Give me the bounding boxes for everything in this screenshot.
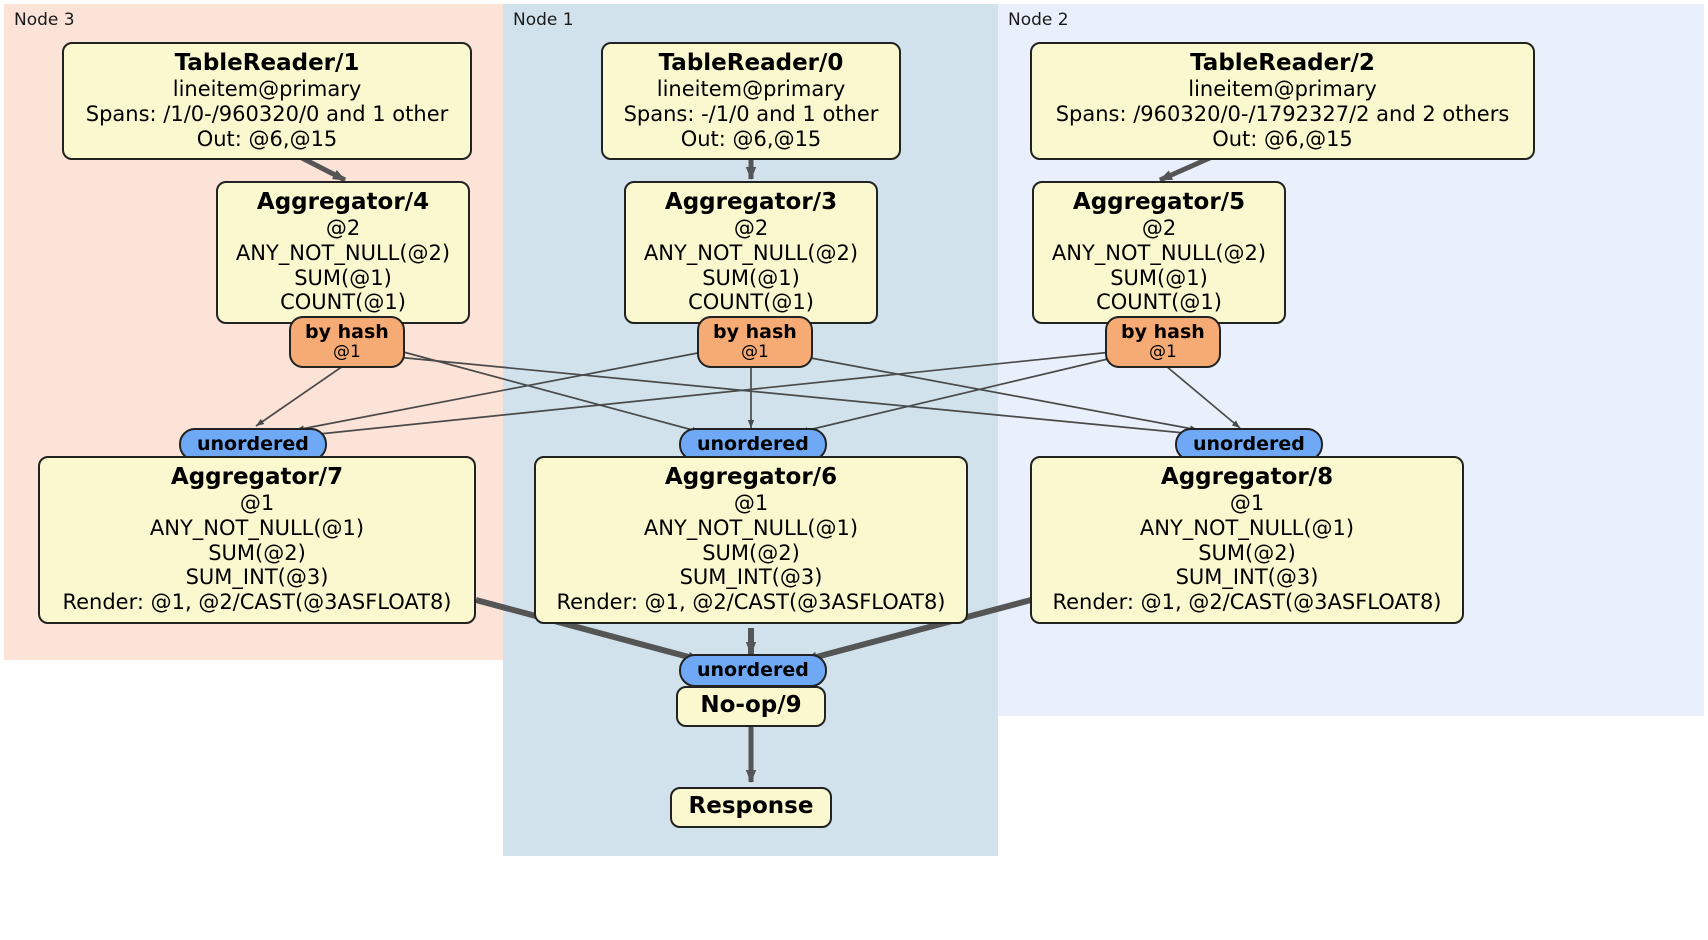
processor-line: Render: @1, @2/CAST(@3ASFLOAT8): [556, 590, 946, 615]
router-by-hash-mid[interactable]: by hash @1: [697, 316, 813, 368]
processor-line: SUM(@1): [294, 265, 392, 290]
processor-line: ANY_NOT_NULL(@1): [1139, 515, 1355, 540]
processor-line: @1: [1229, 491, 1265, 516]
router-by-hash-right[interactable]: by hash @1: [1105, 316, 1221, 368]
processor-line: Spans: /1/0-/960320/0 and 1 other: [85, 101, 449, 126]
processor-title: TableReader/0: [658, 50, 844, 76]
processor-line: ANY_NOT_NULL(@2): [1051, 240, 1267, 265]
router-label: by hash: [305, 321, 389, 343]
processor-title: Aggregator/3: [664, 189, 838, 215]
processor-line: SUM_INT(@3): [185, 565, 329, 590]
router-column: @1: [1148, 341, 1177, 362]
processor-line: SUM_INT(@3): [679, 565, 823, 590]
processor-line: SUM(@2): [208, 540, 306, 565]
router-unordered-right[interactable]: unordered: [1175, 428, 1323, 461]
router-unordered-left[interactable]: unordered: [179, 428, 327, 461]
processor-title: Aggregator/5: [1072, 189, 1246, 215]
router-label: by hash: [1121, 321, 1205, 343]
processor-title: Response: [688, 793, 814, 819]
router-column: @1: [332, 341, 361, 362]
processor-line: SUM(@1): [1110, 265, 1208, 290]
processor-title: Aggregator/8: [1160, 464, 1334, 490]
processor-line: lineitem@primary: [172, 77, 362, 102]
processor-title: No-op/9: [700, 692, 802, 718]
processor-line: ANY_NOT_NULL(@1): [149, 515, 365, 540]
panel-node-2-label: Node 2: [1008, 10, 1069, 30]
processor-line: Render: @1, @2/CAST(@3ASFLOAT8): [1052, 590, 1442, 615]
processor-line: @1: [239, 491, 275, 516]
router-by-hash-left[interactable]: by hash @1: [289, 316, 405, 368]
processor-line: Out: @6,@15: [680, 126, 822, 151]
processor-aggregator-3[interactable]: Aggregator/3 @2 ANY_NOT_NULL(@2) SUM(@1)…: [624, 181, 878, 325]
router-unordered-final[interactable]: unordered: [679, 654, 827, 687]
processor-line: Out: @6,@15: [1212, 126, 1353, 151]
processor-line: SUM(@2): [702, 540, 800, 565]
processor-aggregator-5[interactable]: Aggregator/5 @2 ANY_NOT_NULL(@2) SUM(@1)…: [1032, 181, 1286, 325]
processor-aggregator-8[interactable]: Aggregator/8 @1 ANY_NOT_NULL(@1) SUM(@2)…: [1030, 456, 1464, 624]
processor-title: Aggregator/6: [664, 464, 838, 490]
processor-table-reader-1[interactable]: TableReader/1 lineitem@primary Spans: /1…: [62, 42, 472, 161]
processor-line: @2: [325, 216, 361, 241]
processor-title: Aggregator/7: [170, 464, 344, 490]
router-label: by hash: [713, 321, 797, 343]
processor-line: SUM_INT(@3): [1175, 565, 1319, 590]
processor-line: COUNT(@1): [688, 290, 814, 315]
processor-line: Out: @6,@15: [196, 126, 338, 151]
processor-line: ANY_NOT_NULL(@2): [643, 240, 859, 265]
processor-no-op-9[interactable]: No-op/9: [676, 686, 826, 728]
processor-line: lineitem@primary: [1188, 77, 1377, 102]
processor-line: lineitem@primary: [656, 77, 846, 102]
processor-line: @2: [733, 216, 769, 241]
processor-title: TableReader/1: [174, 50, 360, 76]
processor-response[interactable]: Response: [670, 787, 832, 829]
processor-title: TableReader/2: [1190, 50, 1375, 76]
panel-node-1-label: Node 1: [513, 10, 574, 30]
panel-node-3-label: Node 3: [14, 10, 75, 30]
processor-line: @2: [1141, 216, 1177, 241]
processor-line: SUM(@1): [702, 265, 800, 290]
processor-aggregator-4[interactable]: Aggregator/4 @2 ANY_NOT_NULL(@2) SUM(@1)…: [216, 181, 470, 325]
processor-line: SUM(@2): [1198, 540, 1296, 565]
processor-line: COUNT(@1): [1096, 290, 1222, 315]
processor-line: ANY_NOT_NULL(@2): [235, 240, 451, 265]
processor-aggregator-6[interactable]: Aggregator/6 @1 ANY_NOT_NULL(@1) SUM(@2)…: [534, 456, 968, 624]
processor-aggregator-7[interactable]: Aggregator/7 @1 ANY_NOT_NULL(@1) SUM(@2)…: [38, 456, 476, 624]
processor-line: Render: @1, @2/CAST(@3ASFLOAT8): [62, 590, 452, 615]
processor-line: Spans: /960320/0-/1792327/2 and 2 others: [1055, 101, 1510, 126]
router-unordered-mid[interactable]: unordered: [679, 428, 827, 461]
processor-table-reader-0[interactable]: TableReader/0 lineitem@primary Spans: -/…: [601, 42, 901, 161]
processor-line: COUNT(@1): [280, 290, 406, 315]
router-column: @1: [740, 341, 769, 362]
processor-table-reader-2[interactable]: TableReader/2 lineitem@primary Spans: /9…: [1030, 42, 1535, 161]
processor-line: Spans: -/1/0 and 1 other: [623, 101, 879, 126]
processor-line: @1: [733, 491, 769, 516]
processor-title: Aggregator/4: [256, 189, 430, 215]
processor-line: ANY_NOT_NULL(@1): [643, 515, 859, 540]
